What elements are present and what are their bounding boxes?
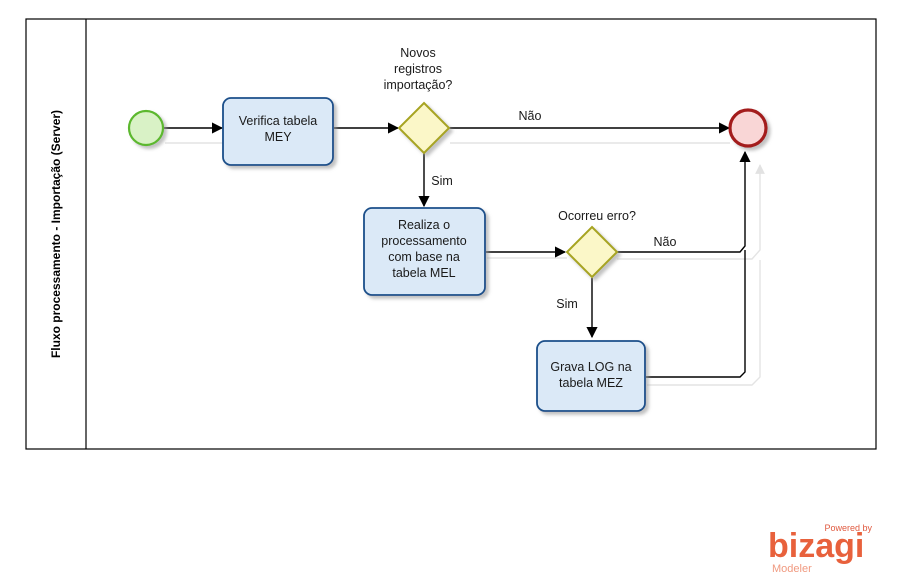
task-realiza-line-1: Realiza o (398, 218, 450, 232)
label-nao-2: Não (654, 235, 677, 249)
gateway-ocorreu-erro[interactable] (565, 225, 619, 279)
task-verifica-line-1: Verifica tabela (239, 114, 318, 128)
flow-grava-to-end (646, 250, 746, 378)
branding-powered: Powered by (824, 523, 872, 533)
gateway-novos-line-3: importação? (384, 78, 453, 92)
gateway-novos-registros[interactable] (397, 101, 451, 155)
gateway-novos-label: Novos registros importação? (384, 46, 453, 92)
sequence-flows (163, 122, 751, 378)
task-realiza-line-4: tabela MEL (392, 266, 455, 280)
label-sim-1: Sim (431, 174, 453, 188)
branding-logo: bizagi (768, 527, 865, 565)
flow-shadows (165, 142, 765, 386)
task-grava-log[interactable]: Grava LOG na tabela MEZ (536, 340, 646, 412)
flow-labels: Não Sim Não Sim (431, 109, 676, 311)
task-grava-line-1: Grava LOG na (550, 360, 631, 374)
task-realiza-line-3: com base na (388, 250, 460, 264)
gateway-erro-line-1: Ocorreu erro? (558, 209, 636, 223)
task-realiza-processamento[interactable]: Realiza o processamento com base na tabe… (363, 207, 486, 296)
task-verifica-tabela[interactable]: Verifica tabela MEY (222, 97, 334, 166)
gateway-erro-label: Ocorreu erro? (558, 209, 636, 223)
branding-product: Modeler (772, 563, 812, 575)
gateway-novos-line-1: Novos (400, 46, 435, 60)
label-nao-1: Não (519, 109, 542, 123)
flow-erro-nao-to-end (615, 150, 751, 253)
task-verifica-line-2: MEY (264, 130, 292, 144)
lane-title: Fluxo processamento - Importação (Server… (49, 110, 63, 358)
task-grava-line-2: tabela MEZ (559, 376, 623, 390)
gateway-novos-line-2: registros (394, 62, 442, 76)
task-realiza-line-2: processamento (381, 234, 467, 248)
label-sim-2: Sim (556, 297, 578, 311)
start-event[interactable] (127, 109, 165, 147)
end-event[interactable] (728, 108, 768, 148)
